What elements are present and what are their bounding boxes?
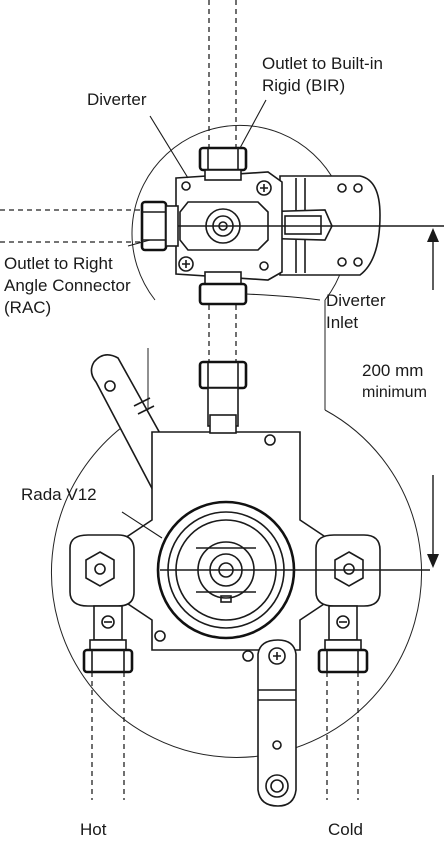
label-diverter-inlet-line1: Diverter xyxy=(326,291,386,310)
label-outlet-bir-line1: Outlet to Built-in xyxy=(262,54,383,73)
label-outlet-rac-line1: Outlet to Right xyxy=(4,254,113,273)
label-hot: Hot xyxy=(80,820,107,839)
right-clamp-bar xyxy=(257,639,297,807)
label-outlet-rac-line2: Angle Connector xyxy=(4,276,131,295)
label-diverter-inlet-line2: Inlet xyxy=(326,313,359,332)
label-outlet-rac-line3: (RAC) xyxy=(4,298,52,317)
leader-lines xyxy=(121,99,321,539)
label-model: Rada V12 xyxy=(21,485,97,504)
label-dimension-line1: 200 mm xyxy=(362,361,424,380)
lower-fittings xyxy=(82,605,369,674)
pipe-centerlines xyxy=(0,0,359,800)
diverter-assembly xyxy=(140,146,381,306)
label-diverter: Diverter xyxy=(87,90,147,109)
valve-body xyxy=(69,414,430,662)
label-dimension-line2: minimum xyxy=(362,384,427,401)
dimension-200mm xyxy=(285,225,444,568)
label-outlet-bir-line2: Rigid (BIR) xyxy=(262,76,346,95)
label-cold: Cold xyxy=(328,820,363,839)
